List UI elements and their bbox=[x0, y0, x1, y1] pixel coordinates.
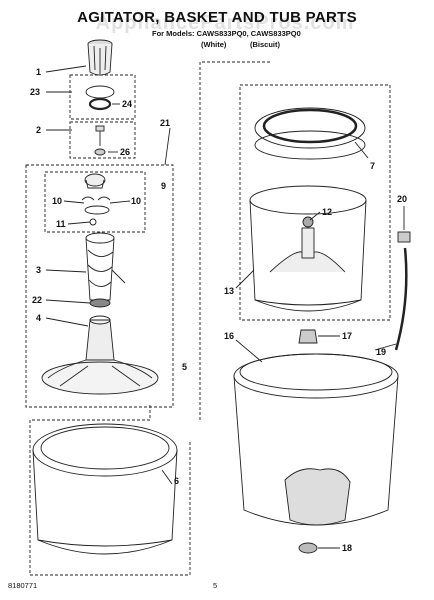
callout-6: 6 bbox=[174, 476, 179, 486]
part-agitator-cap bbox=[87, 39, 113, 76]
callout-23: 23 bbox=[30, 87, 40, 97]
callout-7: 7 bbox=[370, 161, 375, 171]
group-box-cam bbox=[44, 171, 146, 233]
part-balance-ring bbox=[32, 423, 178, 555]
part-outer-tub bbox=[233, 353, 399, 526]
callout-4: 4 bbox=[36, 313, 41, 323]
part-tub-bearing-18 bbox=[298, 542, 318, 554]
callout-18: 18 bbox=[342, 543, 352, 553]
part-seal-23 bbox=[85, 85, 115, 99]
part-agitator-base bbox=[41, 315, 159, 395]
callout-9: 9 bbox=[161, 181, 166, 191]
callout-12: 12 bbox=[322, 207, 332, 217]
callout-3: 3 bbox=[36, 265, 41, 275]
part-basket-ring bbox=[254, 107, 366, 160]
part-spin-basket bbox=[249, 185, 367, 312]
leader-lines bbox=[45, 65, 405, 549]
callout-2: 2 bbox=[36, 125, 41, 135]
group-box-cap bbox=[69, 74, 136, 120]
callout-10-left: 10 bbox=[52, 196, 62, 206]
part-auger bbox=[85, 232, 126, 301]
part-oring-24 bbox=[88, 97, 112, 111]
part-hose-19 bbox=[394, 247, 408, 351]
color-biscuit-label: (Biscuit) bbox=[250, 40, 280, 49]
callout-10-right: 10 bbox=[131, 196, 141, 206]
part-bolt bbox=[95, 125, 105, 146]
callout-5: 5 bbox=[182, 362, 187, 372]
callout-11: 11 bbox=[56, 219, 66, 229]
callout-16: 16 bbox=[224, 331, 234, 341]
doc-number: 8180771 bbox=[8, 581, 38, 590]
color-white-label: (White) bbox=[201, 40, 227, 49]
leader-path-left bbox=[29, 61, 270, 576]
part-drive-nut-17 bbox=[298, 329, 318, 344]
group-box-bolt bbox=[69, 121, 136, 159]
callout-21: 21 bbox=[160, 118, 170, 128]
part-cam-dogs bbox=[81, 173, 111, 226]
callout-22: 22 bbox=[32, 295, 42, 305]
page-number: 5 bbox=[213, 581, 218, 590]
callout-1: 1 bbox=[36, 67, 41, 77]
callout-24: 24 bbox=[122, 99, 132, 109]
part-clip-20 bbox=[397, 231, 411, 243]
callout-19: 19 bbox=[376, 347, 386, 357]
callout-17: 17 bbox=[342, 331, 352, 341]
callout-26: 26 bbox=[120, 147, 130, 157]
diagram-title: AGITATOR, BASKET AND TUB PARTS bbox=[77, 9, 357, 26]
callout-20: 20 bbox=[397, 194, 407, 204]
group-box-agitator bbox=[25, 164, 174, 408]
callout-13: 13 bbox=[224, 286, 234, 296]
callout-labels: 1 23 24 2 26 21 9 10 10 11 3 22 4 5 6 7 … bbox=[30, 67, 407, 553]
part-washer-26 bbox=[94, 148, 106, 156]
group-box-basket bbox=[239, 84, 391, 321]
part-bearing-22 bbox=[89, 298, 111, 308]
models-label: For Models: CAWS833PQ0, CAWS833PQ0 bbox=[152, 29, 301, 38]
